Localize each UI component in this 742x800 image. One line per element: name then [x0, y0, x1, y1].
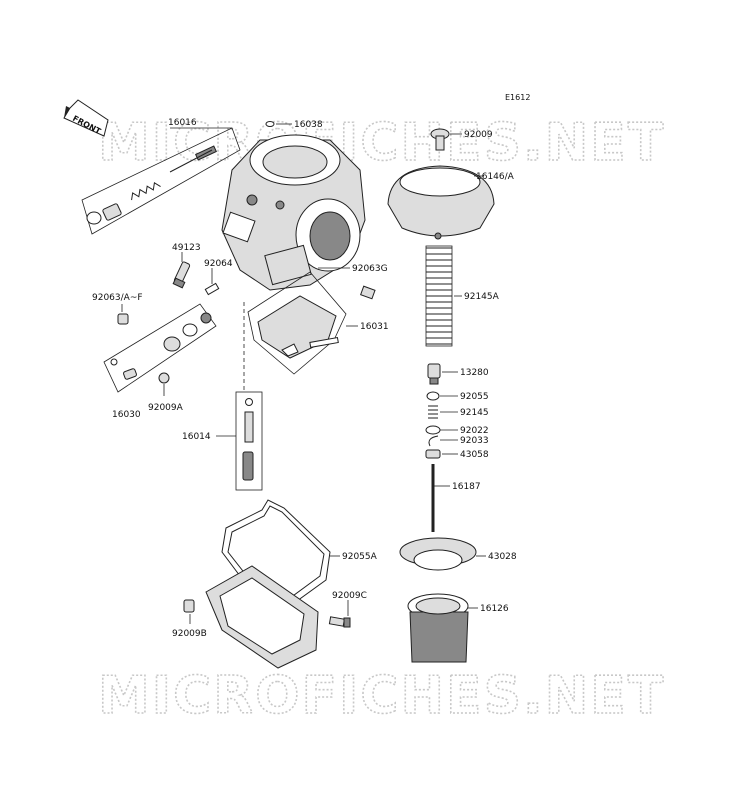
part-16126-icon[interactable] [407, 593, 469, 663]
callout-92055[interactable]: 92055 [460, 392, 489, 402]
callout-92009A[interactable]: 92009A [148, 403, 184, 413]
part-92033-icon[interactable] [428, 435, 439, 447]
callout-16030[interactable]: 16030 [112, 410, 141, 420]
part-92009C-icon[interactable] [328, 616, 351, 628]
callout-92063AF[interactable]: 92063/A~F [92, 293, 143, 303]
callout-16031[interactable]: 16031 [360, 322, 389, 332]
part-92063G-icon[interactable] [360, 285, 376, 300]
part-13280-icon[interactable] [427, 363, 441, 385]
callout-16014[interactable]: 16014 [182, 432, 211, 442]
callout-16038[interactable]: 16038 [294, 120, 323, 130]
part-49123-icon[interactable] [172, 261, 191, 289]
callout-92022[interactable]: 92022 [460, 426, 489, 436]
part-92009-icon[interactable] [430, 128, 450, 151]
part-16146A-icon[interactable] [387, 165, 495, 240]
callout-16016[interactable]: 16016 [168, 118, 197, 128]
callout-43058[interactable]: 43058 [460, 450, 489, 460]
callout-92009C[interactable]: 92009C [332, 591, 367, 601]
carburetor-body[interactable] [221, 134, 366, 291]
callout-92145[interactable]: 92145 [460, 408, 489, 418]
front-arrow-icon: FRONT [63, 99, 109, 137]
watermark-bottom: MICROFICHES.NET [98, 666, 665, 726]
callout-43028[interactable]: 43028 [488, 552, 517, 562]
callout-16146A[interactable]: 16146/A [476, 172, 515, 182]
callout-92063G[interactable]: 92063G [352, 264, 388, 274]
part-92009A-icon[interactable] [158, 372, 170, 384]
callout-16187[interactable]: 16187 [452, 482, 481, 492]
part-16030-group[interactable] [103, 303, 217, 393]
part-92145-icon[interactable] [428, 405, 438, 419]
leader-lines [121, 123, 486, 624]
callout-13280[interactable]: 13280 [460, 368, 489, 378]
callout-92009B[interactable]: 92009B [172, 629, 207, 639]
callout-16126[interactable]: 16126 [480, 604, 509, 614]
callout-92064[interactable]: 92064 [204, 259, 233, 269]
part-92022-icon[interactable] [425, 425, 441, 435]
part-16031-group[interactable] [247, 271, 347, 375]
watermark-top: MICROFICHES.NET [98, 113, 665, 173]
callout-92145A[interactable]: 92145A [464, 292, 500, 302]
part-92063AF-icon[interactable] [117, 313, 129, 325]
part-16014-group[interactable] [235, 302, 263, 491]
part-92009B-icon[interactable] [183, 599, 195, 613]
part-43058-icon[interactable] [425, 449, 441, 459]
float-bowl-icon[interactable] [205, 565, 319, 669]
part-43028-icon[interactable] [399, 537, 477, 571]
part-16038-icon[interactable] [265, 121, 275, 127]
part-92064-icon[interactable] [204, 282, 220, 296]
diagram-code: E1612 [505, 93, 530, 102]
part-92145A-icon[interactable] [425, 245, 453, 347]
part-92055-icon[interactable] [426, 391, 440, 401]
part-16016-group[interactable] [81, 127, 241, 235]
callout-92033[interactable]: 92033 [460, 436, 489, 446]
callout-92009[interactable]: 92009 [464, 130, 493, 140]
callout-92055A[interactable]: 92055A [342, 552, 378, 562]
callout-49123[interactable]: 49123 [172, 243, 201, 253]
